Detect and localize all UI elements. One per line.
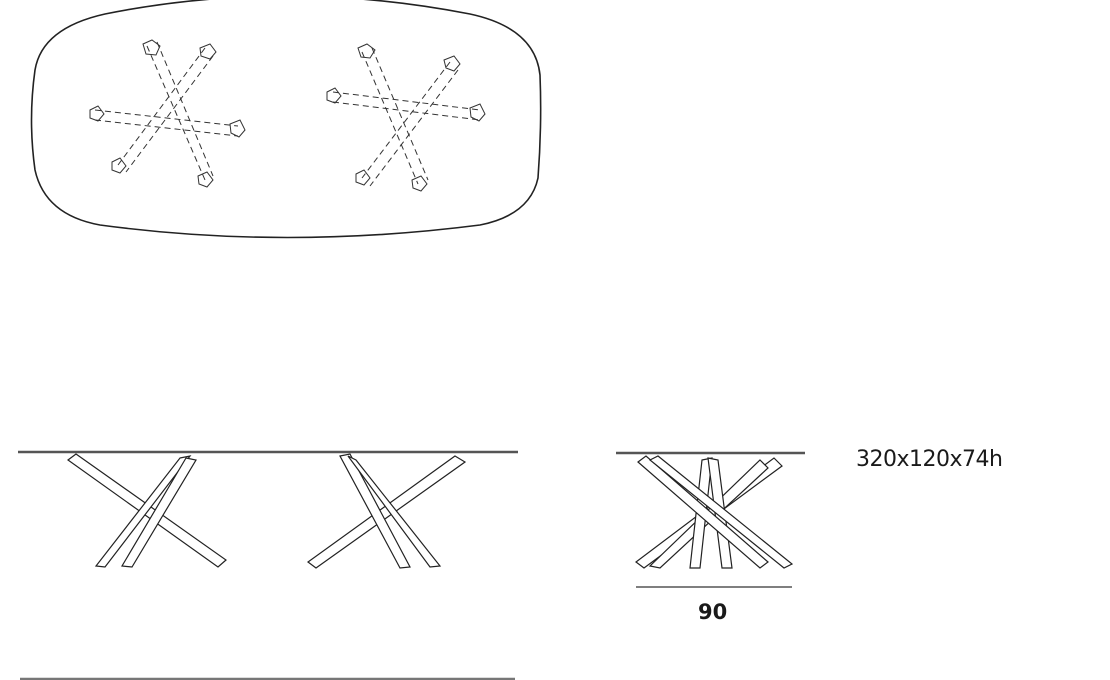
front-leg (306, 455, 467, 569)
front-view (18, 450, 518, 569)
top-view (30, 0, 542, 239)
front-leg (94, 455, 192, 568)
top-view-base-left (94, 41, 239, 181)
top-view-base-left-feet (89, 39, 246, 188)
front-leg (121, 457, 197, 568)
front-leg (347, 455, 442, 568)
tabletop-outline (30, 0, 542, 239)
front-leg (339, 453, 411, 569)
side-width-label: 90 (698, 600, 728, 624)
top-view-base-right (332, 47, 481, 187)
side-view (616, 451, 805, 588)
dimensions-label: 320x120x74h (856, 447, 1003, 472)
top-view-base-right-feet (326, 43, 486, 192)
